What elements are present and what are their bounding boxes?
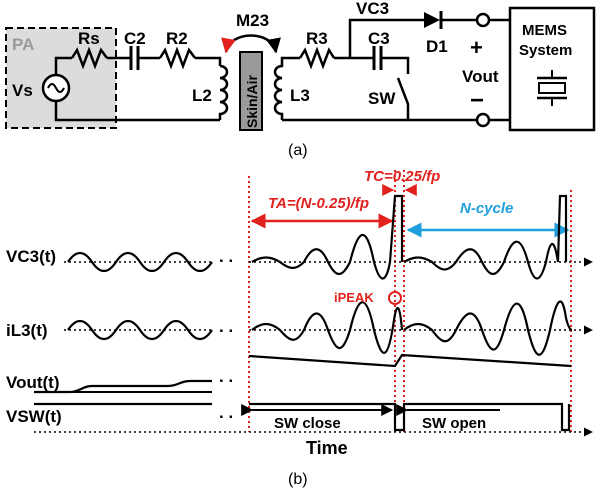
vout-minus-terminal bbox=[475, 112, 491, 128]
vs-label: Vs bbox=[12, 81, 33, 100]
rs-resistor-icon bbox=[70, 46, 108, 70]
l2-inductor-icon bbox=[218, 64, 229, 120]
d1-diode-icon bbox=[424, 12, 440, 28]
ipeak-label: iPEAK bbox=[334, 290, 374, 305]
c2-label: C2 bbox=[124, 29, 146, 48]
plus-label: + bbox=[470, 35, 483, 60]
l3-inductor-icon bbox=[273, 62, 284, 120]
skin-air-label: Skin/Air bbox=[244, 75, 260, 128]
mems-label-line1: MEMS bbox=[522, 22, 567, 39]
vc3-wave-second-cycle bbox=[403, 194, 568, 280]
c3-label: C3 bbox=[368, 29, 390, 48]
mutual-inductance-arrow bbox=[221, 34, 281, 54]
vc3-wave-early bbox=[67, 251, 213, 273]
crystal-resonator-icon bbox=[537, 70, 567, 106]
pa-label: PA bbox=[12, 35, 34, 54]
vout-wave-early bbox=[34, 379, 212, 394]
row-label-vc3: VC3(t) bbox=[6, 247, 56, 266]
tc-label: TC=0.25/fp bbox=[364, 168, 440, 185]
vout-label: Vout bbox=[462, 67, 499, 86]
r3-label: R3 bbox=[306, 29, 328, 48]
vout-wave-late bbox=[248, 353, 572, 368]
l2-label: L2 bbox=[192, 86, 212, 105]
il3-wave-second-cycle bbox=[403, 300, 573, 356]
row-label-il3: iL3(t) bbox=[6, 321, 48, 340]
r2-resistor-icon bbox=[158, 46, 196, 70]
row-label-vout: Vout(t) bbox=[6, 373, 60, 392]
mems-system-box bbox=[508, 6, 596, 132]
sw-close-label: SW close bbox=[274, 415, 341, 432]
ellipsis-il3: . . bbox=[219, 317, 233, 336]
il3-wave-early bbox=[67, 319, 213, 341]
circuit-diagram: PA Vs Rs C2 R2 L2 Skin/Air M23 L3 bbox=[5, 0, 596, 159]
m23-label: M23 bbox=[236, 11, 269, 30]
vc3-label: VC3 bbox=[356, 0, 389, 18]
vout-plus-terminal bbox=[475, 12, 491, 28]
ellipsis-vsw: . . bbox=[219, 403, 233, 422]
d1-label: D1 bbox=[426, 37, 448, 56]
ellipsis-vc3: . . bbox=[219, 247, 233, 266]
timing-diagram: TC=0.25/fp TA=(N-0.25)/fp N-cycle VC3(t)… bbox=[6, 168, 593, 488]
ta-label: TA=(N-0.25)/fp bbox=[268, 195, 369, 212]
sw-label: SW bbox=[368, 89, 396, 108]
r3-resistor-icon bbox=[298, 46, 336, 70]
l3-label: L3 bbox=[290, 86, 310, 105]
sw-open-label: SW open bbox=[422, 415, 486, 432]
sine-symbol-icon bbox=[47, 83, 65, 93]
ipeak-marker-icon bbox=[388, 291, 402, 305]
caption-b: (b) bbox=[288, 471, 308, 488]
time-axis-label: Time bbox=[306, 438, 348, 458]
row-label-vsw: VSW(t) bbox=[6, 407, 62, 426]
vc3-wave-first-cycle bbox=[251, 194, 404, 280]
r2-label: R2 bbox=[166, 29, 188, 48]
sw-switch-icon bbox=[396, 77, 410, 120]
mems-label-line2: System bbox=[519, 42, 572, 59]
caption-a: (a) bbox=[288, 142, 308, 159]
ncycle-label: N-cycle bbox=[460, 200, 513, 217]
il3-wave-first-cycle bbox=[251, 301, 404, 354]
ellipsis-vout: . . bbox=[219, 367, 233, 386]
rs-label: Rs bbox=[78, 29, 100, 48]
minus-label: − bbox=[470, 87, 484, 114]
